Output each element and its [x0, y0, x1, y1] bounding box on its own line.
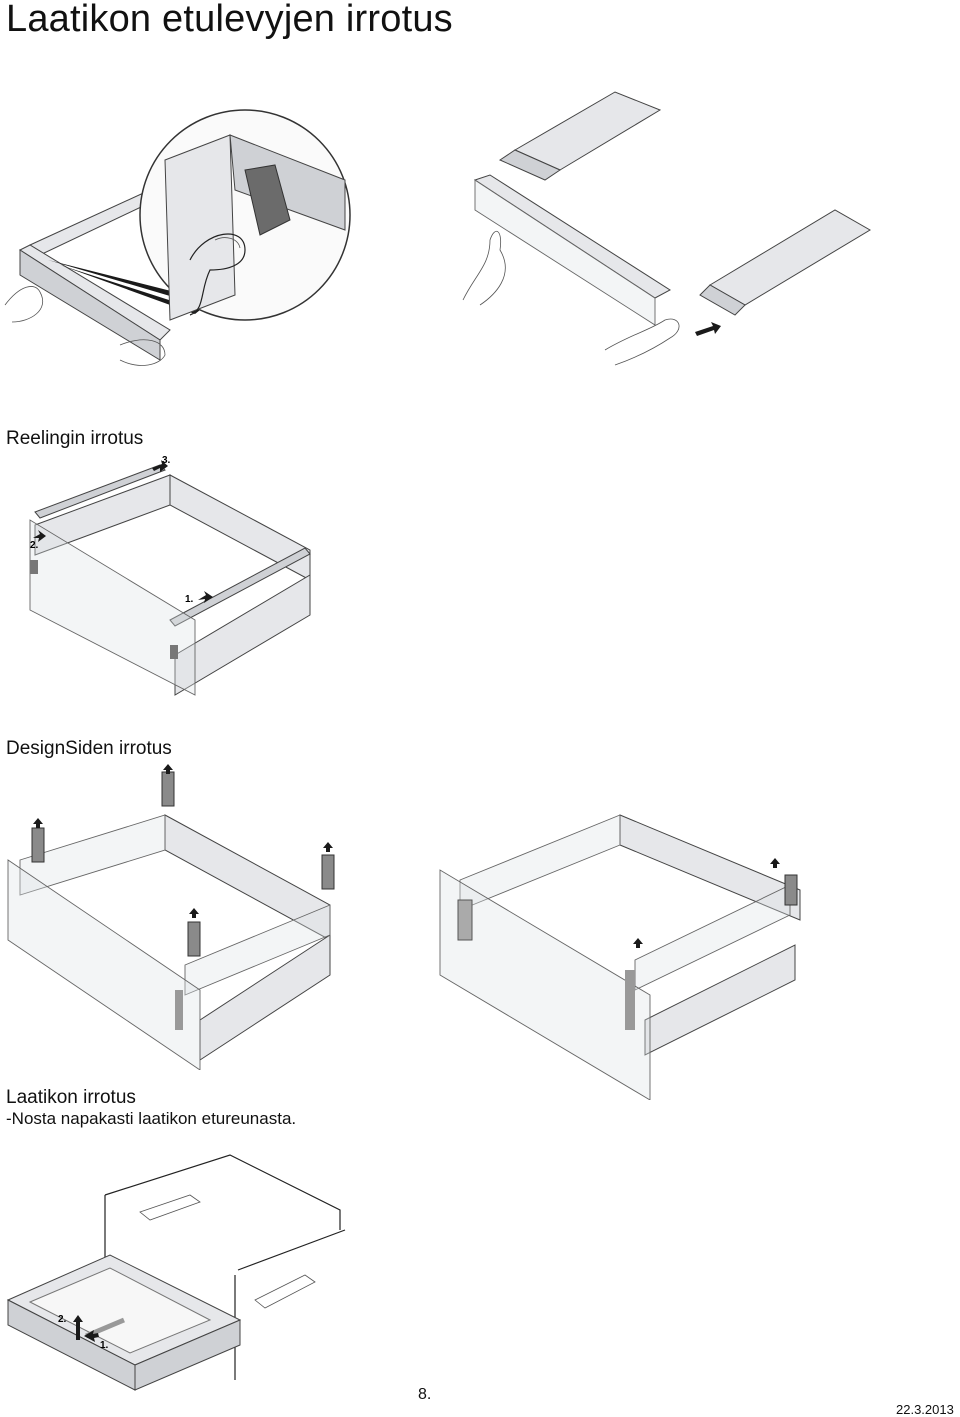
rail-step-3-label: 3.	[162, 455, 171, 466]
drawer-step-2-label: 2.	[58, 1314, 67, 1325]
page-title: Laatikon etulevyjen irrotus	[6, 0, 453, 40]
rail-step-2-label: 2.	[30, 540, 39, 551]
designside-removal-figure-right	[439, 814, 801, 1100]
front-panel-removal-figure-left	[4, 109, 351, 366]
front-panel-removal-figure-right	[462, 91, 871, 366]
section-heading-designside: DesignSiden irrotus	[6, 738, 172, 759]
document-date: 22.3.2013	[896, 1402, 954, 1417]
section-heading-drawer: Laatikon irrotus	[6, 1087, 136, 1108]
rail-removal-figure: 3. 2. 1.	[29, 455, 311, 696]
designside-removal-figure-left	[7, 764, 335, 1070]
section-heading-rail: Reelingin irrotus	[6, 428, 144, 449]
drawer-removal-figure: 2. 1.	[6, 1154, 346, 1391]
rail-step-1-label: 1.	[185, 594, 194, 605]
drawer-instruction: -Nosta napakasti laatikon etureunasta.	[6, 1109, 297, 1128]
drawer-step-1-label: 1.	[100, 1340, 109, 1351]
page-number: 8.	[418, 1386, 432, 1403]
